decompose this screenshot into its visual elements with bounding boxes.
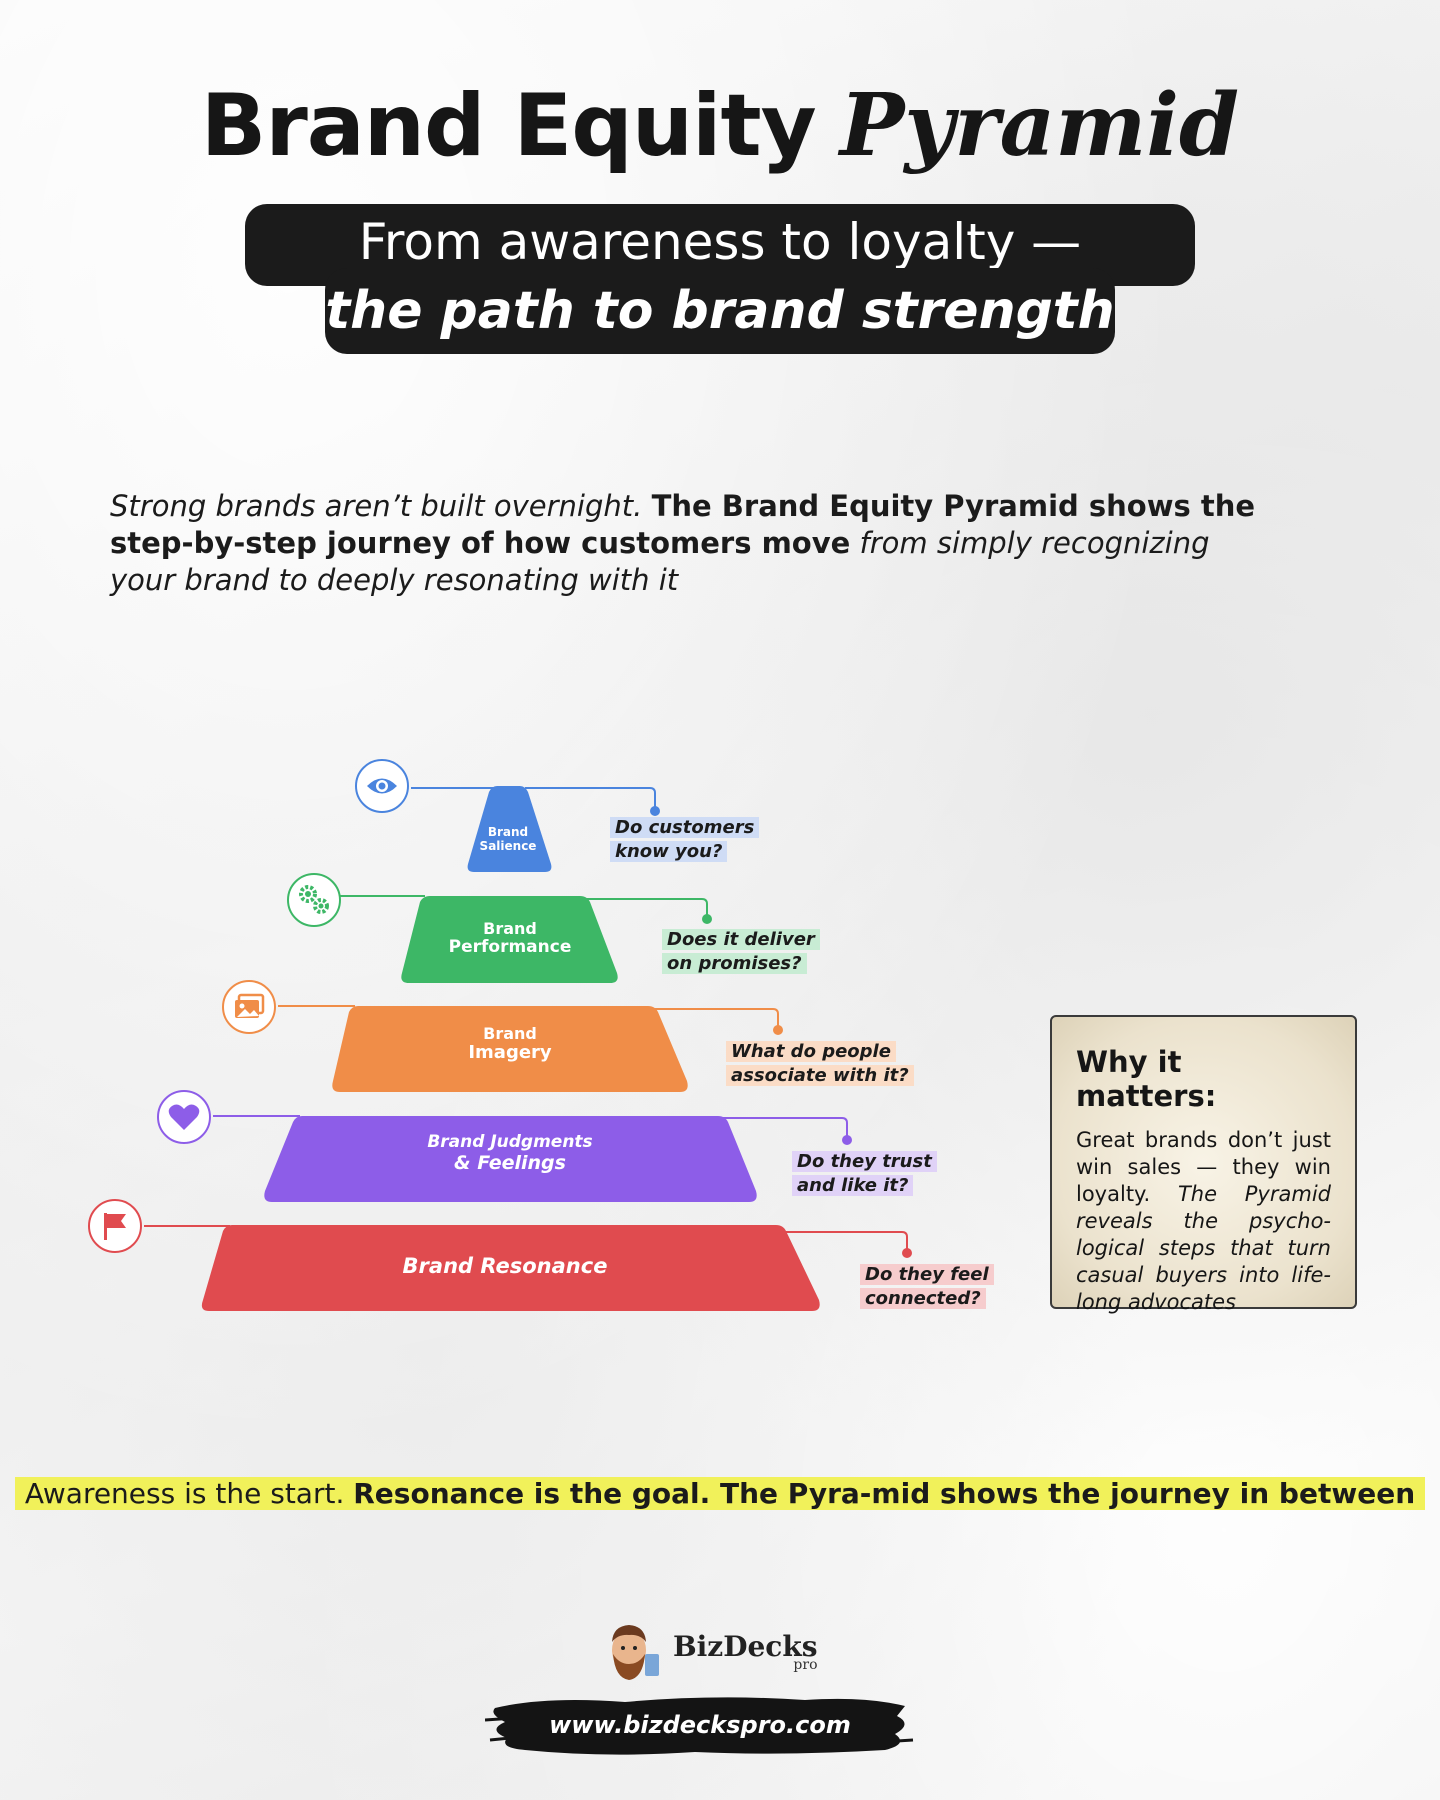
question-resonance-line2: connected?	[860, 1288, 986, 1309]
why-text-part1: Great brands don’t just win sales — they…	[1076, 1128, 1331, 1206]
connector-dot-1	[650, 806, 660, 816]
why-text: Great brands don’t just win sales — they…	[1076, 1127, 1331, 1316]
connector-right-5	[783, 1231, 908, 1250]
flag-icon-circle	[88, 1199, 142, 1253]
why-text-part2: The Pyramid reveals the psycho-logical s…	[1076, 1182, 1331, 1314]
tier-judgments-shape	[264, 1116, 757, 1202]
tier-salience-line1: Brand	[487, 825, 529, 839]
tier-performance-shape	[401, 896, 618, 983]
intro-part2: The Brand Equity Pyramid shows the step-…	[110, 489, 1256, 560]
connector-dot-4	[842, 1135, 852, 1145]
connector-right-1	[525, 787, 656, 810]
tier-performance-line2: Performance	[448, 937, 572, 958]
connector-dot-2	[702, 914, 712, 924]
title-main: Brand Equity	[200, 76, 817, 176]
page-title: Brand Equity Pyramid	[0, 75, 1440, 185]
tier-resonance-label: Brand Resonance	[360, 1254, 650, 1278]
image-icon-circle	[222, 980, 276, 1034]
question-imagery-line2: associate with it?	[726, 1065, 914, 1086]
tier-salience-label: Brand Salience	[468, 825, 548, 854]
connector-right-3	[652, 1008, 779, 1028]
intro-paragraph: Strong brands aren’t built overnight. Th…	[110, 488, 1270, 599]
gears-icon-circle	[287, 873, 341, 927]
brand-suffix: pro	[793, 1656, 818, 1673]
heart-icon-circle	[157, 1090, 211, 1144]
tier-judgments-label: Brand Judgments & Feelings	[390, 1132, 630, 1174]
tier-salience-shape	[467, 786, 552, 872]
question-performance-line1: Does it deliver	[662, 929, 820, 950]
intro-part1: Strong brands aren’t built overnight.	[110, 489, 643, 523]
bottom-part1: Awareness is the start.	[24, 1477, 345, 1510]
question-salience: Do customers know you?	[610, 816, 760, 864]
intro-part3: from simply recognizing your brand to de…	[110, 526, 1210, 597]
question-resonance-line1: Do they feel	[860, 1264, 994, 1285]
question-judgments-line2: and like it?	[792, 1175, 914, 1196]
question-resonance: Do they feel connected?	[860, 1263, 994, 1311]
brand-wordmark: BizDecks pro	[673, 1629, 818, 1673]
bottom-summary-text: Awareness is the start. Resonance is the…	[14, 1477, 1426, 1510]
connector-right-2	[582, 898, 708, 918]
eye-icon-circle	[355, 759, 409, 813]
tier-imagery-line1: Brand	[483, 1024, 537, 1043]
brand-name: BizDecks	[673, 1629, 818, 1663]
question-judgments: Do they trust and like it?	[792, 1150, 937, 1198]
title-accent: Pyramid	[839, 75, 1240, 176]
bottom-part2: Resonance is the goal. The Pyra-mid show…	[353, 1477, 1416, 1510]
tier-imagery-line2: Imagery	[468, 1042, 552, 1064]
flag-icon	[104, 1213, 126, 1240]
brand-logo: BizDecks pro	[605, 1615, 835, 1690]
tier-performance-line1: Brand	[483, 919, 537, 938]
eye-icon	[367, 778, 397, 794]
heart-icon	[168, 1104, 200, 1130]
connector-dot-3	[773, 1025, 783, 1035]
tier-judgments-line1: Brand Judgments	[427, 1132, 593, 1152]
url-banner: www.bizdeckspro.com	[485, 1690, 915, 1760]
image-icon	[235, 993, 265, 1018]
tier-salience-line2: Salience	[479, 838, 537, 853]
question-performance: Does it deliver on promises?	[662, 928, 820, 976]
website-url[interactable]: www.bizdeckspro.com	[549, 1711, 851, 1739]
gears-icon	[299, 885, 329, 914]
question-imagery-line1: What do people	[726, 1041, 896, 1062]
bottom-summary: Awareness is the start. Resonance is the…	[0, 1475, 1440, 1513]
tier-judgments-line2: & Feelings	[454, 1151, 566, 1174]
question-salience-line1: Do customers	[610, 817, 760, 838]
why-it-matters-card: Why it matters: Great brands don’t just …	[1050, 1015, 1357, 1314]
tier-resonance-line1: Brand Resonance	[402, 1254, 608, 1278]
tier-resonance-shape	[201, 1225, 820, 1311]
question-performance-line2: on promises?	[662, 953, 807, 974]
tier-imagery-shape	[332, 1006, 688, 1092]
connector-right-4	[722, 1117, 848, 1138]
question-salience-line2: know you?	[610, 841, 728, 862]
question-imagery: What do people associate with it?	[726, 1040, 914, 1088]
connector-dot-5	[902, 1248, 912, 1258]
subtitle-line2: the path to brand strength	[325, 268, 1115, 354]
tier-performance-label: Brand Performance	[405, 919, 615, 958]
tier-imagery-label: Brand Imagery	[410, 1024, 610, 1064]
mascot-avatar-icon	[612, 1624, 659, 1680]
why-heading: Why it matters:	[1076, 1045, 1217, 1113]
brush-stroke-shape	[485, 1697, 914, 1755]
question-judgments-line1: Do they trust	[792, 1151, 937, 1172]
